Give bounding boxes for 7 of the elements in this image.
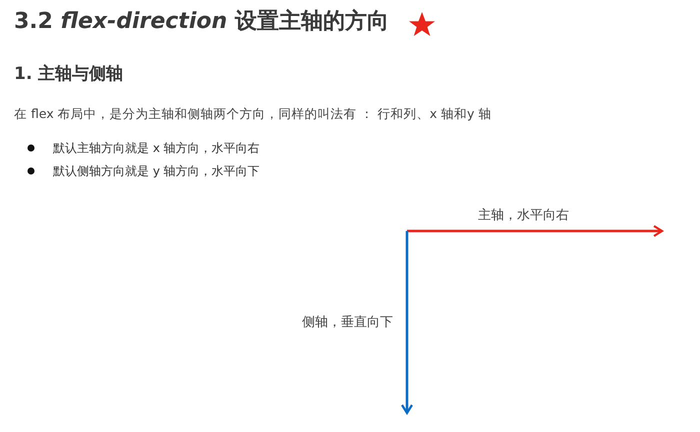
title: 3.2 flex-direction 设置主轴的方向 <box>14 8 389 36</box>
axis-label: 主轴，水平向右 <box>478 207 569 224</box>
paragraph: 在 flex 布局中，是分为主轴和侧轴两个方向，同样的叫法有 ： 行和列、x 轴和y 轴 <box>14 106 492 123</box>
bullet-text: 默认主轴方向就是 x 轴方向，水平向右 <box>53 140 260 157</box>
heading: 1. 主轴与侧轴 <box>14 63 124 85</box>
bullet-text: 默认侧轴方向就是 y 轴方向，水平向下 <box>53 163 260 180</box>
axis-label: 侧轴，垂直向下 <box>302 314 393 331</box>
